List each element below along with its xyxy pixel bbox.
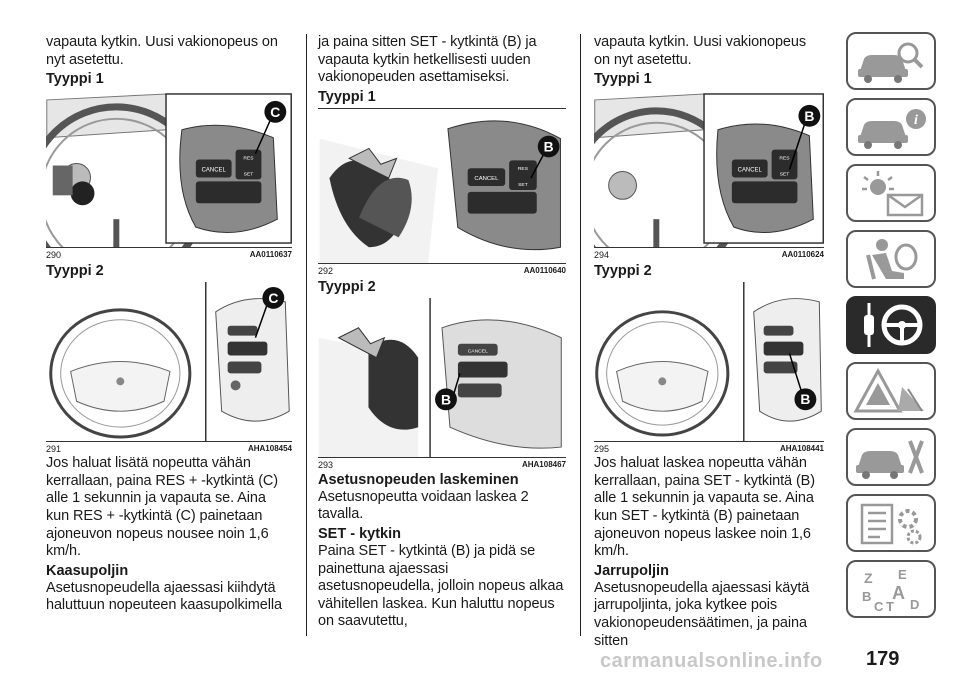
steering-switch-diagram-292: CANCEL RES SET B	[319, 108, 565, 263]
steering-switch-diagram-294: CANCEL RES SET B	[594, 90, 824, 248]
col1-intro: vapauta kytkin. Uusi vakionopeus on nyt …	[46, 34, 278, 68]
caption-295: 295 AHA108441	[594, 443, 824, 455]
figure-293: CANCEL B	[318, 297, 566, 458]
steering-switch-diagram-295: B	[594, 282, 824, 442]
cancel-button-label: CANCEL	[738, 168, 763, 174]
section-text: Asetusnopeutta voidaan laskea 2 tavalla.	[318, 488, 529, 523]
steering-switch-diagram-293: CANCEL B	[318, 297, 566, 457]
col3-lower-speed-text: Jos haluat laskea nopeutta vähän kerrall…	[594, 455, 815, 560]
set-button-label: SET	[244, 172, 254, 178]
figure-number: 291	[46, 444, 62, 455]
figure-code: AA0110640	[523, 265, 566, 275]
callout-c: C	[270, 104, 280, 120]
jarrupoljin-text: Asetusnopeudella ajaessasi käytä jarrupo…	[594, 579, 810, 649]
chapter-tab-driving[interactable]	[846, 296, 936, 354]
res-button-label: RES	[243, 156, 254, 162]
figure-number: 290	[46, 250, 62, 261]
set-switch-text: Paina SET - kytkintä (B) ja pidä se pain…	[318, 542, 564, 630]
figure-code: AHA108467	[521, 459, 566, 469]
page-number: 179	[866, 648, 900, 670]
figure-290: CANCEL RES SET C	[46, 90, 292, 249]
col1-type1-heading: Tyyppi 1	[46, 71, 104, 88]
caption-292: 292 AA0110640	[318, 265, 566, 277]
col3-type1-heading: Tyyppi 1	[594, 71, 652, 88]
airbag-seat-icon	[866, 239, 918, 280]
chapter-tab-warning-lights[interactable]	[846, 164, 936, 222]
watermark: carmanualsonline.info	[600, 650, 823, 672]
chapter-tab-safety[interactable]	[846, 230, 936, 288]
column-divider	[580, 34, 581, 636]
index-letter: A	[892, 583, 905, 603]
svg-text:i: i	[914, 113, 918, 128]
warning-light-mail-icon	[862, 171, 924, 217]
figure-number: 293	[318, 459, 334, 470]
col3-type2-heading: Tyyppi 2	[594, 263, 652, 280]
car-service-icon	[856, 440, 924, 479]
res-button-label: RES	[779, 156, 790, 162]
car-info-icon: i	[858, 109, 926, 149]
figure-number: 292	[318, 265, 334, 276]
figure-292: CANCEL RES SET B	[318, 107, 566, 264]
figure-number: 294	[594, 250, 610, 261]
res-button-label: RES	[518, 166, 529, 172]
chapter-tab-index[interactable]: Z E B A C T D	[846, 560, 936, 618]
index-letter: D	[910, 597, 919, 612]
chapter-tab-car-search[interactable]	[846, 32, 936, 90]
set-switch-heading: SET - kytkin	[318, 525, 401, 542]
index-letter: E	[898, 567, 907, 582]
index-letter: B	[862, 589, 871, 604]
figure-code: AA0110624	[781, 250, 824, 260]
column-2: ja paina sitten SET - kytkintä (B) ja va…	[318, 34, 566, 631]
figure-code: AA0110637	[249, 250, 292, 260]
chapter-tab-car-info[interactable]: i	[846, 98, 936, 156]
index-letter: C	[874, 599, 884, 613]
figure-294: CANCEL RES SET B	[594, 90, 824, 249]
callout-b: B	[441, 391, 451, 407]
chapter-tab-maintenance[interactable]	[846, 428, 936, 486]
steering-switch-diagram-291: C	[46, 282, 292, 442]
column-3: vapauta kytkin. Uusi vakionopeus on nyt …	[594, 34, 824, 650]
callout-b: B	[804, 108, 814, 124]
col3-intro: vapauta kytkin. Uusi vakionopeus on nyt …	[594, 34, 807, 68]
column-1: vapauta kytkin. Uusi vakionopeus on nyt …	[46, 34, 292, 615]
set-button-label: SET	[518, 182, 528, 188]
warning-triangle-icon	[853, 367, 924, 413]
jarrupoljin-heading: Jarrupoljin	[594, 562, 669, 579]
kaasupoljin-heading: Kaasupoljin	[46, 562, 129, 579]
settings-list-icon	[860, 503, 922, 545]
figure-code: AHA108454	[247, 444, 292, 454]
caption-290: 290 AA0110637	[46, 249, 292, 261]
cancel-button-label: CANCEL	[202, 168, 227, 174]
car-search-icon	[858, 42, 924, 83]
col2-type1-heading: Tyyppi 1	[318, 88, 376, 105]
cancel-button-label: CANCEL	[468, 348, 488, 354]
callout-c: C	[268, 290, 278, 306]
col1-raise-speed-text: Jos haluat lisätä nopeutta vähän kerrall…	[46, 455, 279, 560]
index-letter: Z	[864, 570, 873, 586]
col2-intro: ja paina sitten SET - kytkintä (B) ja va…	[318, 34, 537, 86]
set-button-label: SET	[780, 172, 790, 178]
cancel-button-label: CANCEL	[474, 176, 499, 182]
caption-291: 291 AHA108454	[46, 443, 292, 455]
key-steering-wheel-icon	[864, 303, 923, 347]
section-heading: Asetusnopeuden laskeminen	[318, 471, 519, 488]
callout-b: B	[800, 391, 810, 407]
column-divider	[306, 34, 307, 636]
callout-b: B	[544, 138, 554, 154]
chapter-tab-emergency[interactable]	[846, 362, 936, 420]
figure-295: B	[594, 282, 824, 443]
steering-switch-diagram-290: CANCEL RES SET C	[46, 90, 292, 248]
kaasupoljin-text: Asetusnopeudella ajaessasi kiihdytä halu…	[46, 579, 282, 614]
col1-type2-heading: Tyyppi 2	[46, 263, 104, 280]
figure-291: C	[46, 282, 292, 443]
alphabet-index-icon: Z E B A C T D	[862, 567, 919, 613]
caption-294: 294 AA0110624	[594, 249, 824, 261]
chapter-sidebar: i	[846, 32, 938, 626]
caption-293: 293 AHA108467	[318, 459, 566, 471]
index-letter: T	[886, 599, 894, 613]
figure-number: 295	[594, 444, 610, 455]
chapter-tab-technical-data[interactable]	[846, 494, 936, 552]
figure-code: AHA108441	[779, 444, 824, 454]
col2-type2-heading: Tyyppi 2	[318, 278, 376, 295]
